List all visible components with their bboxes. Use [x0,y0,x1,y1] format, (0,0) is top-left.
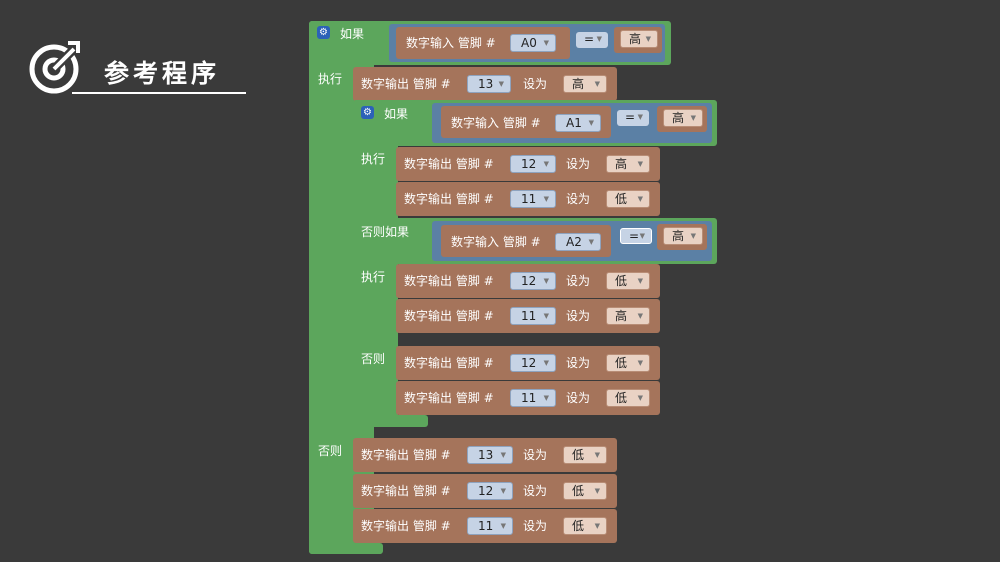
value-select-low-7[interactable]: 低▼ [563,517,607,535]
gear-icon[interactable]: ⚙ [361,106,374,119]
page-title: 参考程序 [104,59,221,88]
value-select-low-5[interactable]: 低▼ [563,446,607,464]
digital-read-a2[interactable]: 数字输入 管脚 # A2▼ [441,225,611,257]
inner-else-label: 否则 [361,352,386,366]
inner-elseif-label: 否则如果 [361,225,410,239]
value-select-low-3[interactable]: 低▼ [606,354,650,372]
pin-select-13b[interactable]: 13▼ [467,446,513,464]
gear-icon[interactable]: ⚙ [317,26,330,39]
digital-write-12-low-3[interactable]: 数字输出 管脚 # 12▼ 设为 低▼ [353,474,617,508]
inner-if-label: 如果 [384,107,409,121]
operator-eq-3[interactable]: =▼ [620,228,652,244]
target-logo-icon [29,41,80,94]
inner-do-label-1: 执行 [361,152,386,166]
value-block-high-3[interactable]: 高▼ [657,106,707,132]
pin-select-11d[interactable]: 11▼ [467,517,513,535]
pin-select-13[interactable]: 13▼ [467,75,511,93]
digital-write-13-low[interactable]: 数字输出 管脚 # 13▼ 设为 低▼ [353,438,617,472]
pin-select-a2[interactable]: A2▼ [555,233,601,251]
pin-select-12a[interactable]: 12▼ [510,155,556,173]
value-select-high-3[interactable]: 高▼ [663,109,703,127]
digital-write-11-low[interactable]: 数字输出 管脚 # 11▼ 设为 低▼ [396,182,660,216]
pin-select-11a[interactable]: 11▼ [510,190,556,208]
inner-do-label-2: 执行 [361,270,386,284]
pin-select-a0[interactable]: A0▼ [510,34,556,52]
value-block-high-1[interactable]: 高▼ [614,27,662,53]
digital-read-a0[interactable]: 数字输入 管脚 # A0▼ [396,27,570,59]
pin-select-12b[interactable]: 12▼ [510,272,556,290]
digital-write-11-low-3[interactable]: 数字输出 管脚 # 11▼ 设为 低▼ [353,509,617,543]
value-select-low-4[interactable]: 低▼ [606,389,650,407]
outer-else-label: 否则 [318,444,343,458]
value-select-low-6[interactable]: 低▼ [563,482,607,500]
inner-if-footer [353,415,428,427]
digital-write-13-high[interactable]: 数字输出 管脚 # 13▼ 设为 高▼ [353,67,617,101]
digital-write-12-low[interactable]: 数字输出 管脚 # 12▼ 设为 低▼ [396,264,660,298]
value-select-low-2[interactable]: 低▼ [606,272,650,290]
outer-if-footer [309,543,383,554]
digital-write-12-high[interactable]: 数字输出 管脚 # 12▼ 设为 高▼ [396,147,660,181]
title-underline [72,92,246,94]
operator-eq-2[interactable]: =▼ [617,110,649,126]
digital-write-11-low-2[interactable]: 数字输出 管脚 # 11▼ 设为 低▼ [396,381,660,415]
digital-read-a1[interactable]: 数字输入 管脚 # A1▼ [441,106,611,138]
digital-write-11-high[interactable]: 数字输出 管脚 # 11▼ 设为 高▼ [396,299,660,333]
value-block-high-5[interactable]: 高▼ [657,224,707,250]
digital-write-12-low-2[interactable]: 数字输出 管脚 # 12▼ 设为 低▼ [396,346,660,380]
value-select-high-1[interactable]: 高▼ [620,30,658,48]
value-select-high-6[interactable]: 高▼ [606,307,650,325]
pin-select-11b[interactable]: 11▼ [510,307,556,325]
operator-eq-1[interactable]: =▼ [576,32,608,48]
pin-select-11c[interactable]: 11▼ [510,389,556,407]
value-select-high-2[interactable]: 高▼ [563,75,607,93]
value-select-high-5[interactable]: 高▼ [663,227,703,245]
value-select-high-4[interactable]: 高▼ [606,155,650,173]
value-select-low-1[interactable]: 低▼ [606,190,650,208]
outer-if-label: 如果 [340,27,365,41]
pin-select-a1[interactable]: A1▼ [555,114,601,132]
pin-select-12c[interactable]: 12▼ [510,354,556,372]
pin-select-12d[interactable]: 12▼ [467,482,513,500]
outer-do-label: 执行 [318,72,343,86]
